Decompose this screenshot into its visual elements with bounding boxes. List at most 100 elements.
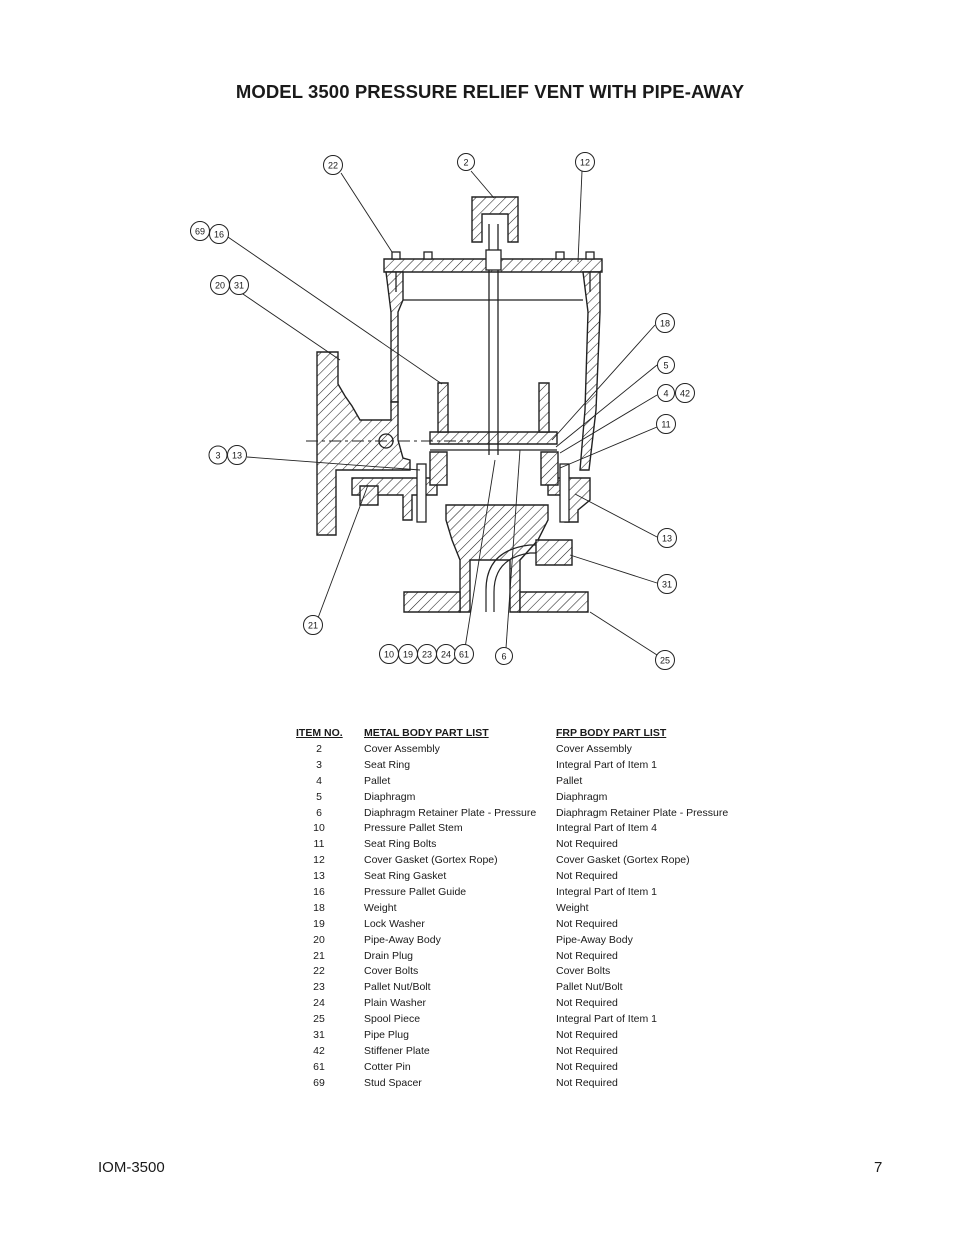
metal-part-cell: Diaphragm	[364, 790, 416, 803]
svg-text:20: 20	[215, 281, 225, 291]
item-number-cell: 24	[313, 997, 325, 1010]
frp-part-cell: Not Required	[556, 1044, 618, 1057]
item-number-cell: 23	[313, 981, 325, 994]
frp-part-cell: Not Required	[556, 838, 618, 851]
metal-part-cell: Cover Assembly	[364, 743, 440, 755]
metal-part-cell: Cover Bolts	[364, 965, 419, 978]
callout-16: 16	[209, 224, 229, 244]
callout-19: 19	[398, 644, 418, 664]
frp-part-cell: Cover Assembly	[556, 743, 632, 755]
callout-2: 2	[457, 153, 475, 171]
metal-part-cell: Pipe Plug	[364, 1029, 409, 1042]
item-number-cell: 61	[313, 1060, 325, 1073]
metal-part-cell: Pressure Pallet Stem	[364, 822, 463, 835]
callout-13-left: 13	[227, 445, 247, 465]
metal-part-cell: Diaphragm Retainer Plate - Pressure	[364, 806, 537, 819]
frp-part-cell: Diaphragm Retainer Plate - Pressure	[556, 806, 729, 819]
svg-text:69: 69	[195, 227, 205, 237]
svg-text:13: 13	[232, 451, 242, 461]
metal-part-cell: Pressure Pallet Guide	[364, 886, 467, 899]
svg-text:10: 10	[384, 650, 394, 660]
item-number-cell: 16	[313, 886, 325, 899]
svg-text:13: 13	[662, 534, 672, 544]
item-number-cell: 31	[313, 1029, 325, 1042]
metal-part-cell: Stiffener Plate	[364, 1044, 430, 1057]
metal-part-cell: Seat Ring Bolts	[364, 838, 437, 851]
callout-3: 3	[208, 445, 228, 465]
metal-part-cell: Lock Washer	[364, 917, 425, 930]
svg-text:24: 24	[441, 650, 451, 660]
metal-part-cell: Pipe-Away Body	[364, 933, 441, 946]
callout-12: 12	[575, 152, 595, 172]
header-metal-body: METAL BODY PART LIST	[364, 727, 489, 739]
frp-part-cell: Diaphragm	[556, 790, 608, 803]
callout-6: 6	[495, 647, 513, 665]
frp-part-cell: Integral Part of Item 1	[556, 886, 657, 899]
svg-text:42: 42	[680, 389, 690, 399]
page-title: MODEL 3500 PRESSURE RELIEF VENT WITH PIP…	[235, 81, 745, 102]
callout-13-right: 13	[657, 528, 677, 548]
frp-part-cell: Not Required	[556, 870, 618, 883]
frp-part-cell: Not Required	[556, 997, 618, 1010]
callout-21: 21	[303, 615, 323, 635]
metal-part-cell: Plain Washer	[364, 997, 427, 1010]
frp-part-cell: Not Required	[556, 1076, 618, 1089]
frp-part-cell: Not Required	[556, 1060, 618, 1073]
item-number-cell: 11	[313, 838, 325, 851]
svg-text:12: 12	[580, 158, 590, 168]
metal-part-cell: Drain Plug	[364, 949, 414, 962]
item-number-cell: 42	[313, 1044, 325, 1057]
item-number-cell: 6	[316, 806, 322, 819]
callout-25: 25	[655, 650, 675, 670]
metal-part-cell: Seat Ring	[364, 758, 411, 771]
svg-text:22: 22	[328, 161, 338, 171]
callout-23: 23	[417, 644, 437, 664]
svg-text:5: 5	[663, 361, 668, 371]
metal-part-cell: Spool Piece	[364, 1013, 421, 1026]
frp-part-cell: Not Required	[556, 949, 618, 962]
frp-part-cell: Pipe-Away Body	[556, 933, 633, 946]
callout-61: 61	[454, 644, 474, 664]
item-number-cell: 25	[313, 1013, 325, 1026]
frp-part-cell: Integral Part of Item 1	[556, 758, 657, 771]
svg-text:31: 31	[662, 580, 672, 590]
frp-part-cell: Cover Bolts	[556, 965, 611, 978]
item-number-cell: 20	[313, 933, 325, 946]
callout-5: 5	[657, 356, 675, 374]
item-number-cell: 18	[313, 901, 325, 914]
callout-24: 24	[436, 644, 456, 664]
frp-part-cell: Not Required	[556, 1029, 618, 1042]
frp-part-cell: Integral Part of Item 4	[556, 822, 657, 835]
page-number: 7	[874, 1159, 883, 1176]
metal-part-cell: Cotter Pin	[364, 1060, 411, 1073]
item-number-cell: 13	[313, 870, 325, 883]
svg-text:16: 16	[214, 230, 224, 240]
callout-bubbles: 22 2 12 69 16 20 31 18	[190, 152, 695, 670]
metal-part-cell: Pallet Nut/Bolt	[364, 981, 431, 994]
callout-20: 20	[210, 275, 230, 295]
cross-section-drawing: 22 2 12 69 16 20 31 18	[190, 152, 695, 670]
svg-text:11: 11	[661, 420, 670, 430]
callout-18: 18	[655, 313, 675, 333]
callout-4: 4	[657, 384, 675, 402]
metal-part-cell: Cover Gasket (Gortex Rope)	[364, 854, 498, 867]
frp-part-cell: Pallet Nut/Bolt	[556, 981, 623, 994]
frp-part-cell: Weight	[556, 901, 589, 914]
svg-text:23: 23	[422, 650, 432, 660]
svg-text:61: 61	[459, 650, 469, 660]
item-number-cell: 69	[313, 1076, 325, 1089]
callout-31-lower: 31	[657, 574, 677, 594]
item-number-cell: 21	[313, 949, 325, 962]
svg-text:2: 2	[463, 158, 468, 168]
metal-part-cell: Stud Spacer	[364, 1076, 422, 1089]
svg-text:6: 6	[501, 652, 506, 662]
header-frp-body: FRP BODY PART LIST	[556, 727, 667, 739]
svg-text:19: 19	[403, 650, 413, 660]
callout-42: 42	[675, 383, 695, 403]
frp-part-cell: Cover Gasket (Gortex Rope)	[556, 854, 690, 867]
frp-part-cell: Not Required	[556, 917, 618, 930]
callout-31-upper: 31	[229, 275, 249, 295]
item-number-cell: 12	[313, 854, 325, 867]
svg-text:18: 18	[660, 319, 670, 329]
item-number-cell: 10	[313, 822, 325, 835]
